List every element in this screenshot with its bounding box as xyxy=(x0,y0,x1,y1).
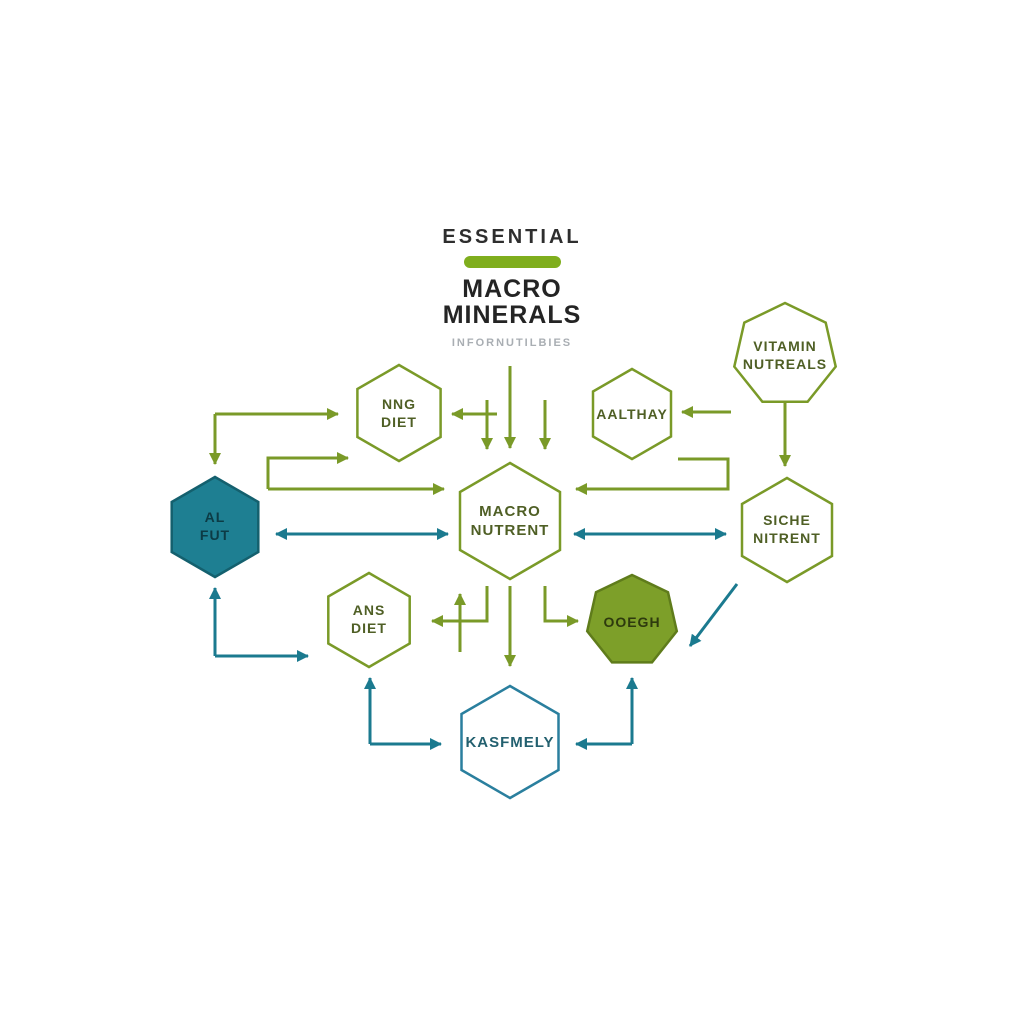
arrow-center-to-ooegh xyxy=(543,586,579,627)
node-siche-nitrent: SICHE NITRENT xyxy=(740,476,834,584)
title-heading-line2: MINERALS xyxy=(442,301,582,330)
al-fut-label-line1: AL xyxy=(205,509,226,525)
connector-arrows xyxy=(209,366,791,750)
node-ooegh: OOEGH xyxy=(585,573,679,664)
aalthay-hexagon xyxy=(591,367,673,461)
node-vitamin-nutreals: VITAMIN NUTREALS xyxy=(732,301,838,404)
al-fut-hexagon xyxy=(170,475,260,579)
node-al-fut: AL FUT xyxy=(170,475,260,579)
siche-nitrent-label-line2: NITRENT xyxy=(753,530,821,546)
vitamin-nutreals-label-line1: VITAMIN xyxy=(753,338,817,354)
al-fut-label-line2: FUT xyxy=(200,527,230,543)
arrow-bracket-left-upper xyxy=(266,452,349,489)
title-subtitle: INFORNUTILBIES xyxy=(451,336,573,349)
ooegh-label: OOEGH xyxy=(603,614,660,630)
ans-diet-label-line2: DIET xyxy=(351,620,387,636)
macro-nutrent-label-line1: MACRO xyxy=(479,503,541,520)
nng-diet-label-line1: NNG xyxy=(382,396,416,412)
arrow-center-to-ans-diet xyxy=(431,586,489,627)
siche-nitrent-label-line1: SICHE xyxy=(763,512,811,528)
title-eyebrow: ESSENTIAL xyxy=(442,226,582,248)
title-heading-line1: MACRO xyxy=(462,275,562,303)
ans-diet-label-line1: ANS xyxy=(353,602,386,618)
siche-nitrent-hexagon xyxy=(740,476,834,584)
nng-diet-hexagon xyxy=(356,363,442,463)
title-block: ESSENTIAL MACRO MINERALS INFORNUTILBIES xyxy=(0,226,1024,349)
node-macro-nutrent: MACRO NUTRENT xyxy=(458,461,562,581)
node-kasfmely: KASFMELY xyxy=(460,684,560,800)
node-ans-diet: ANS DIET xyxy=(327,571,411,669)
vitamin-nutreals-heptagon xyxy=(732,301,838,404)
ooegh-heptagon xyxy=(585,573,679,664)
arrow-siche-to-ooegh xyxy=(688,583,739,647)
kasfmely-hexagon xyxy=(460,684,560,800)
aalthay-label: AALTHAY xyxy=(596,406,668,422)
vitamin-nutreals-label-line2: NUTREALS xyxy=(743,356,827,372)
title-underline-bar xyxy=(463,256,561,268)
macro-nutrent-hexagon xyxy=(458,461,562,581)
kasfmely-label: KASFMELY xyxy=(465,734,554,751)
node-aalthay: AALTHAY xyxy=(591,367,673,461)
macro-nutrent-label-line2: NUTRENT xyxy=(471,522,550,539)
ans-diet-hexagon xyxy=(327,571,411,669)
nng-diet-label-line2: DIET xyxy=(381,414,417,430)
node-nng-diet: NNG DIET xyxy=(356,363,442,463)
arrow-bracket-right-to-center xyxy=(575,457,730,495)
